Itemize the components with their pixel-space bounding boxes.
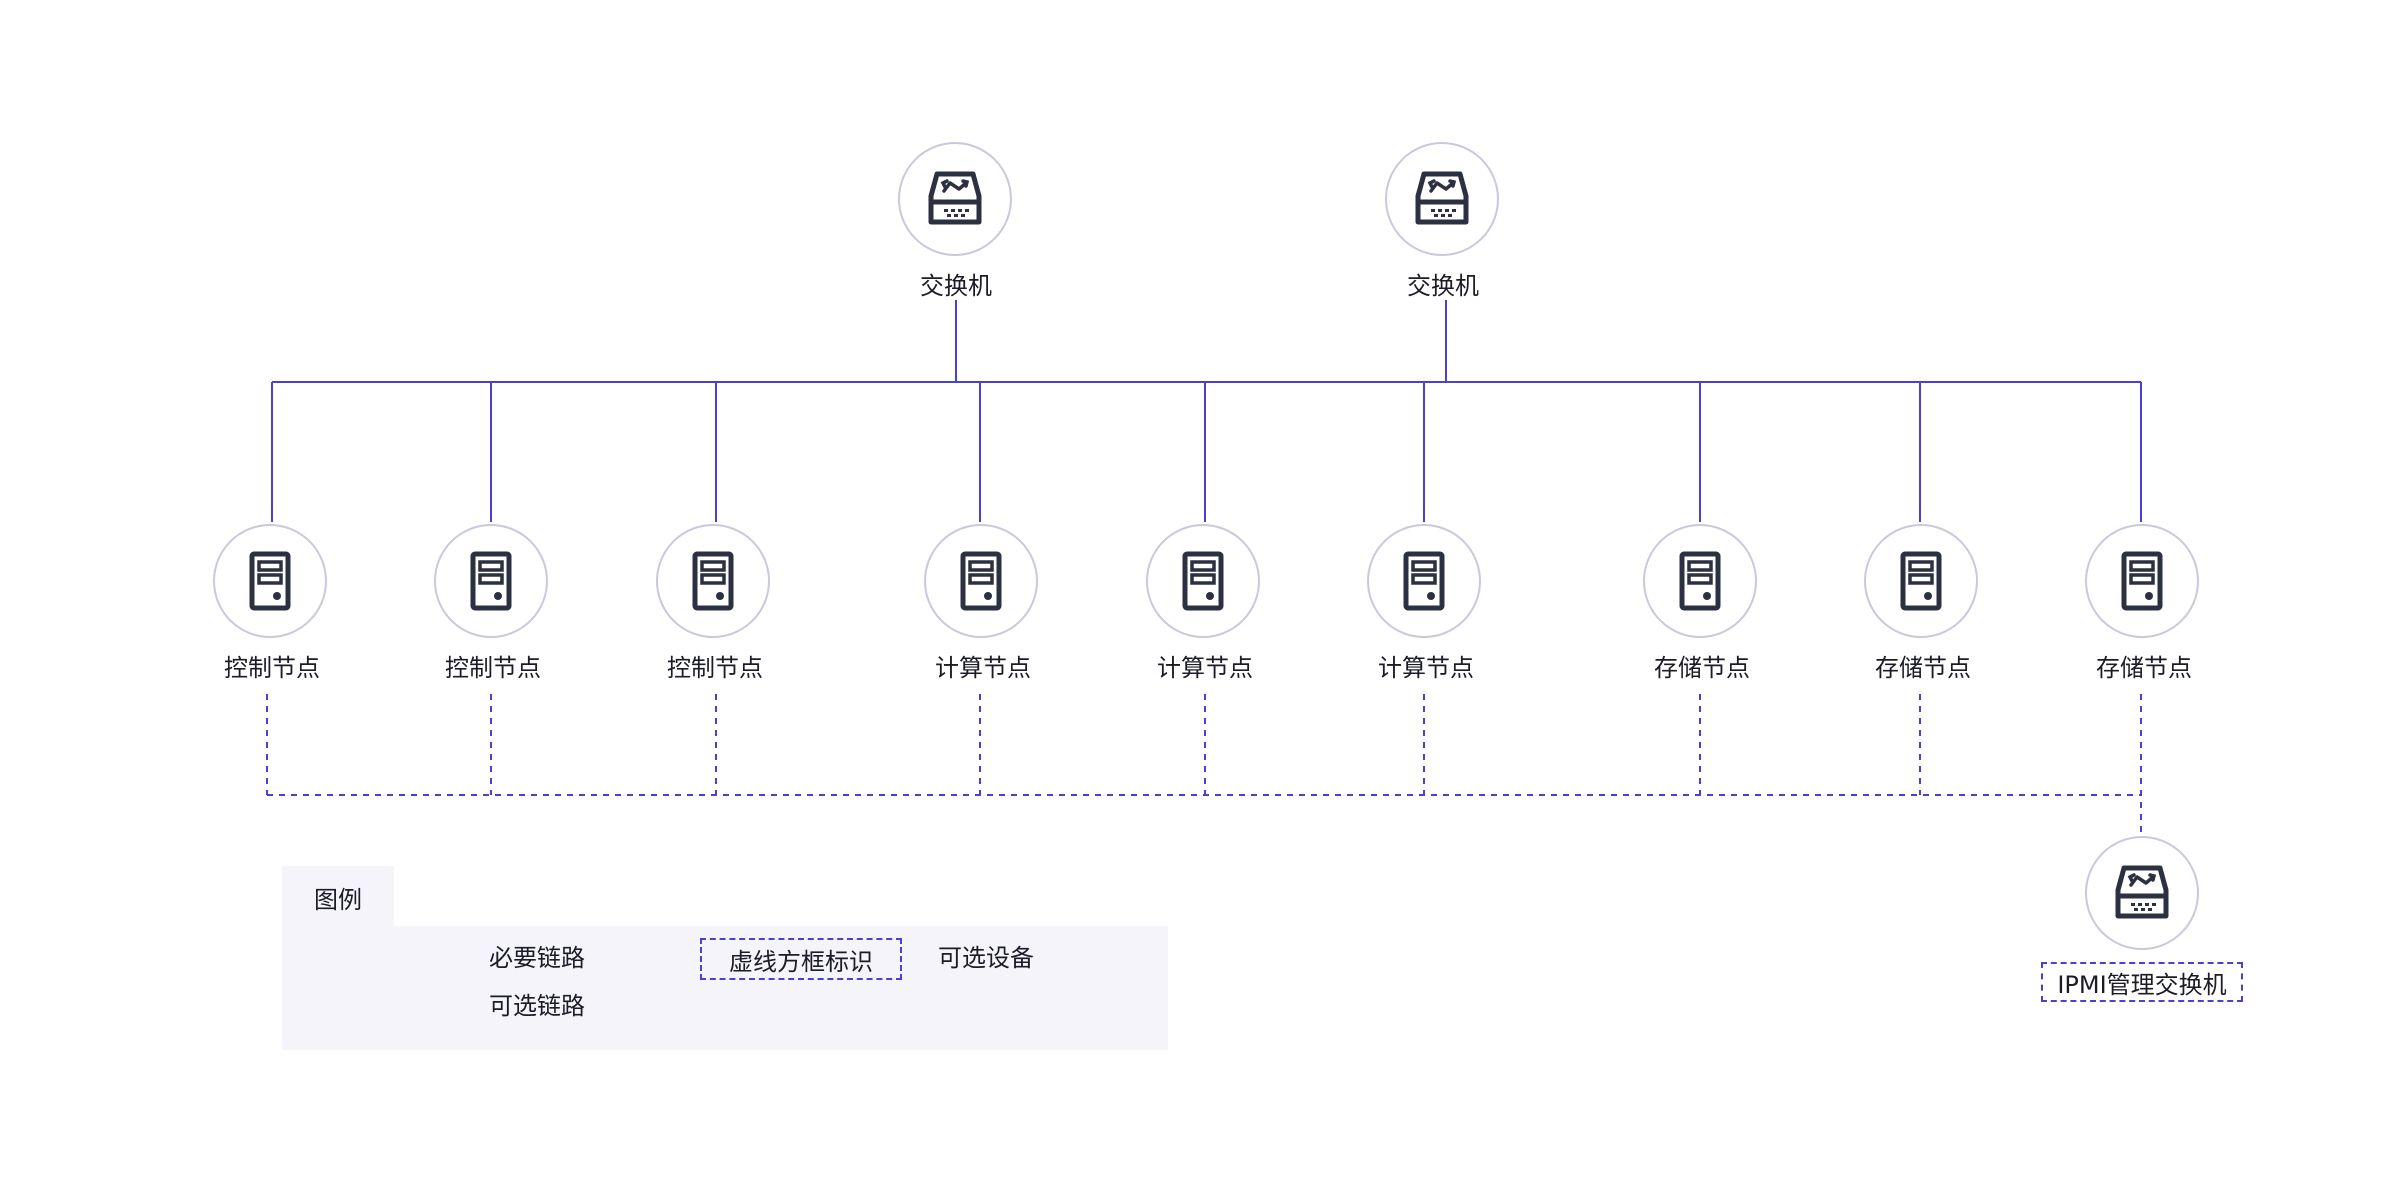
control-node-1[interactable] — [213, 524, 327, 638]
compute-node-3[interactable] — [1367, 524, 1481, 638]
storage-node-1[interactable] — [1643, 524, 1757, 638]
legend-panel — [282, 926, 1168, 1050]
storage-node-1-label: 存储节点 — [1654, 654, 1750, 682]
storage-node-3[interactable] — [2085, 524, 2199, 638]
server-icon — [960, 551, 1002, 611]
legend-required-link-label: 必要链路 — [489, 944, 585, 972]
compute-node-1[interactable] — [924, 524, 1038, 638]
server-icon — [1679, 551, 1721, 611]
server-icon — [2121, 551, 2163, 611]
legend-optional-link-label: 可选链路 — [489, 992, 585, 1020]
switch-icon — [1415, 171, 1469, 225]
server-icon — [1900, 551, 1942, 611]
switch-icon — [928, 171, 982, 225]
storage-node-2-label: 存储节点 — [1875, 654, 1971, 682]
server-icon — [470, 551, 512, 611]
server-icon — [1182, 551, 1224, 611]
control-node-2-label: 控制节点 — [445, 654, 541, 682]
switch-icon — [2115, 865, 2169, 919]
control-node-3[interactable] — [656, 524, 770, 638]
switch-1[interactable] — [898, 142, 1012, 256]
compute-node-2-label: 计算节点 — [1157, 654, 1253, 682]
switch-2-label: 交换机 — [1407, 272, 1479, 300]
storage-node-3-label: 存储节点 — [2096, 654, 2192, 682]
compute-node-2[interactable] — [1146, 524, 1260, 638]
server-icon — [249, 551, 291, 611]
control-node-3-label: 控制节点 — [667, 654, 763, 682]
legend-optional-device-label: 可选设备 — [938, 944, 1034, 972]
optional-links — [266, 694, 2142, 835]
ipmi-switch[interactable] — [2085, 836, 2199, 950]
switch-1-label: 交换机 — [920, 272, 992, 300]
legend-title: 图例 — [282, 866, 394, 928]
required-links — [271, 300, 2142, 522]
switch-2[interactable] — [1385, 142, 1499, 256]
ipmi-switch-label: IPMI管理交换机 — [2041, 962, 2243, 1002]
storage-node-2[interactable] — [1864, 524, 1978, 638]
control-node-2[interactable] — [434, 524, 548, 638]
legend-dashed-box-sample: 虚线方框标识 — [700, 938, 902, 980]
server-icon — [692, 551, 734, 611]
compute-node-3-label: 计算节点 — [1378, 654, 1474, 682]
server-icon — [1403, 551, 1445, 611]
control-node-1-label: 控制节点 — [224, 654, 320, 682]
compute-node-1-label: 计算节点 — [935, 654, 1031, 682]
